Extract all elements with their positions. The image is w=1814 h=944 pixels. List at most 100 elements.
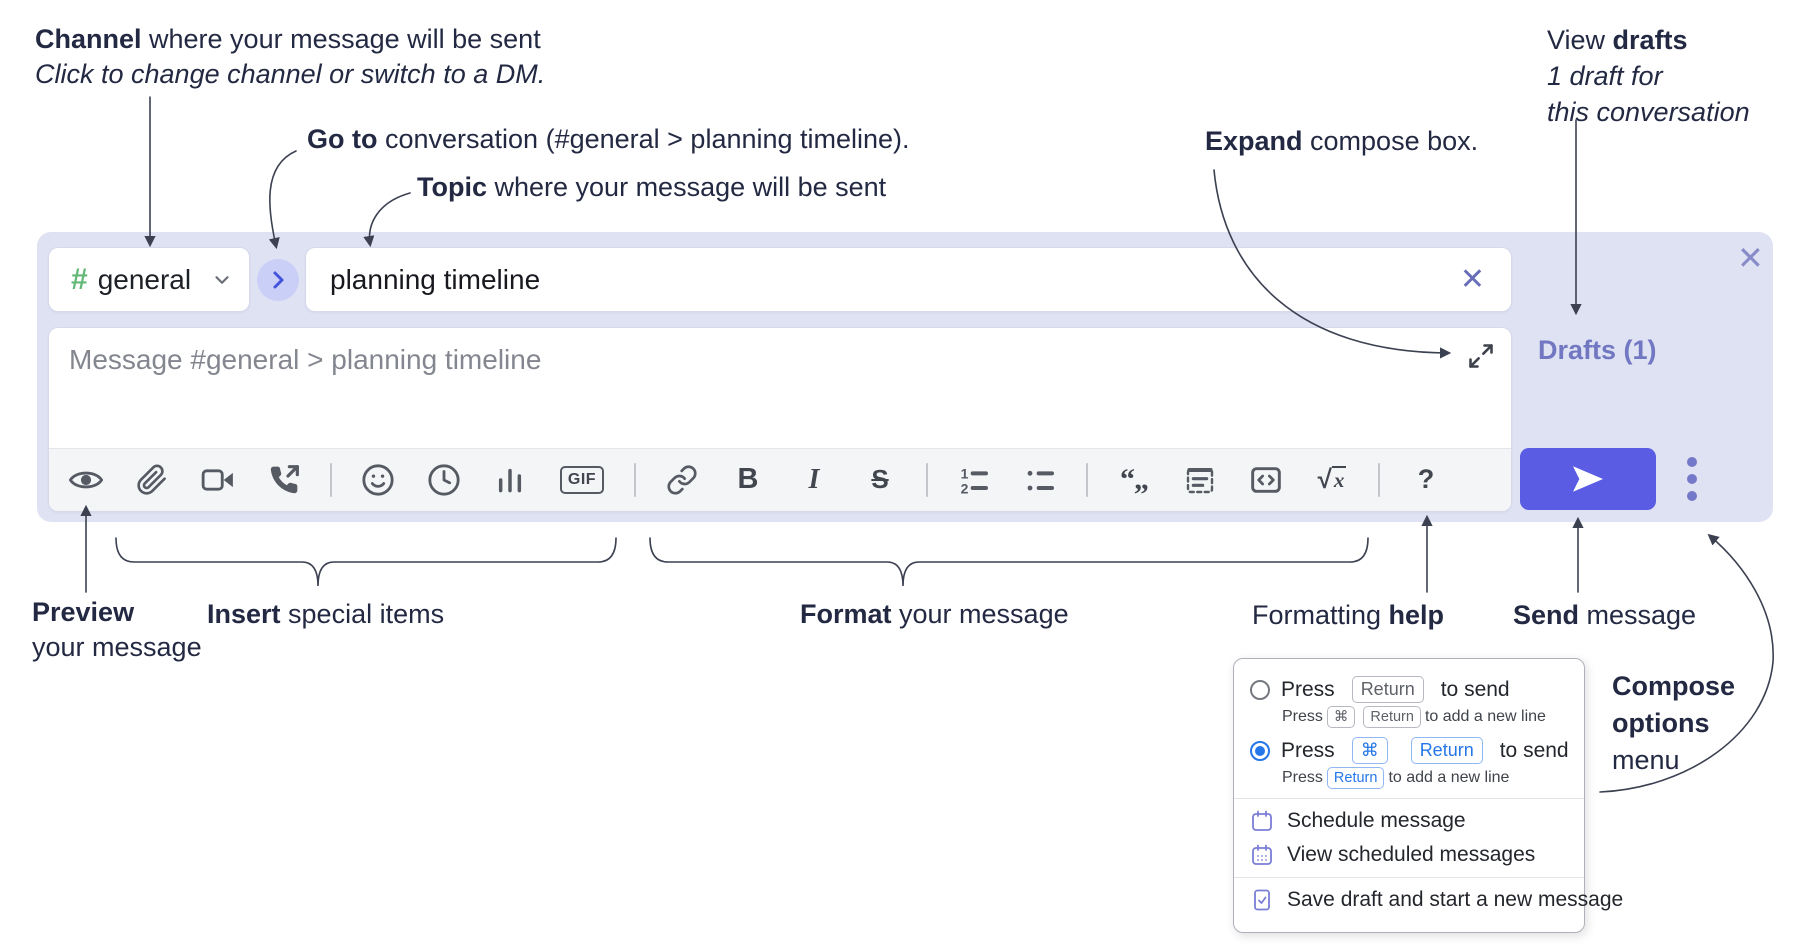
poll-button[interactable] [490,460,530,500]
annotation-channel-bold: Channel [35,24,142,54]
menu-item-view-scheduled[interactable]: View scheduled messages [1250,843,1568,867]
expand-compose-button[interactable] [1467,342,1495,370]
svg-text:1: 1 [961,466,969,482]
keycap-cmd: ⌘ [1351,737,1388,764]
annotation-expand: Expand compose box. [1205,124,1478,159]
video-message-button[interactable] [198,460,238,500]
annotation-insert-rest: special items [280,599,445,629]
annotation-help-rest: Formatting [1252,600,1389,630]
topic-value: planning timeline [330,263,541,295]
bulleted-list-icon [1027,470,1054,491]
option-text: to send [1440,677,1510,701]
toolbar-divider [1086,462,1088,497]
bulleted-list-button[interactable] [1020,460,1060,500]
annotation-preview-bold: Preview [32,597,135,627]
annotation-topic-rest: where your message will be sent [487,172,887,202]
annotation-goto-bold: Go to [307,124,378,154]
go-to-conversation-button[interactable] [257,259,299,301]
clock-button[interactable] [424,460,464,500]
eye-icon [69,471,103,489]
gif-icon: GIF [559,465,605,494]
menu-divider [1234,798,1584,799]
kebab-icon [1687,474,1697,484]
toolbar-divider [634,462,636,497]
paperclip-icon [137,464,166,495]
italic-button[interactable]: I [808,463,820,495]
attach-file-button[interactable] [132,460,172,500]
sqrt-sign: √ [1317,464,1332,495]
smiley-icon [362,464,394,496]
toolbar-divider [926,462,928,497]
channel-selector-button[interactable]: # general [48,247,250,312]
keycap-return: Return [1410,737,1483,764]
send-icon [1573,466,1603,492]
menu-divider [1234,877,1584,878]
annotation-preview-rest: your message [32,632,202,662]
keycap-return: Return [1351,676,1424,703]
option-text: Press [1281,738,1335,762]
annotation-format-bold: Format [800,599,892,629]
option-return-subtext: Press ⌘ Return to add a new line [1282,706,1568,728]
quote-button[interactable]: “„ [1120,462,1149,496]
clear-topic-button[interactable]: ✕ [1459,262,1485,296]
emoji-button[interactable] [358,460,398,500]
annotation-insert-bold: Insert [207,599,281,629]
gif-button[interactable]: GIF [556,460,608,500]
close-button[interactable]: ✕ [1737,240,1764,276]
message-placeholder: Message #general > planning timeline [69,344,542,375]
annotation-compose-line2: options [1612,708,1710,738]
chevron-down-icon [215,275,229,284]
radio-unselected[interactable] [1250,679,1270,700]
toolbar-divider [1378,462,1380,497]
menu-item-label: View scheduled messages [1287,843,1536,866]
drafts-link[interactable]: Drafts (1) [1538,335,1657,365]
code-block-button[interactable] [1180,460,1220,500]
option-cmd-return-to-send[interactable]: Press ⌘ Return to send [1250,737,1569,764]
topic-input[interactable]: planning timeline ✕ [305,247,1512,312]
bold-button[interactable]: B [737,463,759,496]
annotation-drafts-bold: drafts [1612,25,1688,55]
menu-item-save-draft[interactable]: Save draft and start a new message [1250,888,1623,912]
annotation-goto-rest: conversation (#general > planning timeli… [377,124,910,154]
channel-name: general [97,263,192,295]
call-button[interactable] [264,460,304,500]
annotation-format-rest: your message [891,599,1069,629]
annotation-expand-bold: Expand [1205,126,1303,156]
annotation-topic: Topic where your message will be sent [417,170,886,205]
subtext: Press [1282,769,1323,786]
video-camera-icon [201,469,233,491]
preview-button[interactable] [66,460,106,500]
toolbar-divider [330,462,332,497]
chevron-right-icon [273,271,284,289]
help-button[interactable]: ? [1417,464,1435,495]
message-input[interactable]: Message #general > planning timeline [49,328,1511,448]
option-cmd-return-subtext: Press Return to add a new line [1282,767,1568,789]
annotation-send-bold: Send [1513,600,1580,630]
code-block-icon [1186,467,1214,494]
strikethrough-button[interactable]: S [871,464,889,495]
annotation-topic-bold: Topic [417,172,487,202]
annotation-expand-rest: compose box. [1302,126,1479,156]
radio-selected[interactable] [1250,740,1270,761]
menu-item-schedule[interactable]: Schedule message [1250,809,1568,833]
phone-outgoing-icon [270,464,299,494]
math-button[interactable]: √x [1312,460,1352,500]
save-draft-icon [1254,889,1270,911]
annotation-insert: Insert special items [207,597,444,632]
compose-options-button[interactable] [1675,448,1709,510]
subtext: Press [1282,708,1323,725]
annotation-channel-rest: where your message will be sent [141,24,541,54]
annotation-help-bold: help [1388,600,1445,630]
menu-item-label: Save draft and start a new message [1287,888,1624,911]
link-button[interactable] [662,460,702,500]
sqrt-x: x [1331,466,1347,493]
send-button[interactable] [1520,448,1656,510]
calendar-icon [1252,810,1272,831]
inline-code-button[interactable] [1246,460,1286,500]
annotation-send-rest: message [1579,600,1697,630]
option-return-to-send[interactable]: Press Return to send [1250,676,1568,703]
keycap-cmd: ⌘ [1326,706,1356,728]
annotation-send: Send message [1513,598,1696,633]
